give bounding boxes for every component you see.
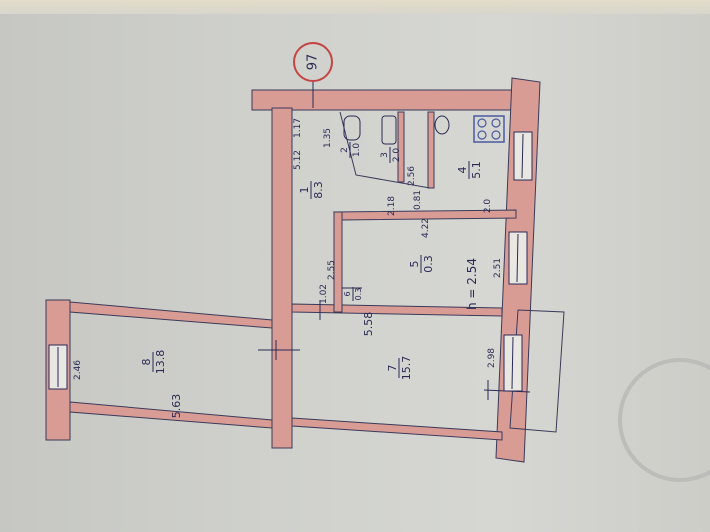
wall-bath-2 — [427, 111, 435, 189]
room-1-label: 1 8.3 — [298, 181, 325, 199]
room-4-area: 5.1 — [470, 161, 483, 179]
dim-14: 5.63 — [170, 394, 183, 419]
dim-2: 1.35 — [323, 128, 333, 148]
dim-3: 5.12 — [293, 150, 303, 170]
room-6-number: 6 — [343, 291, 352, 296]
corridor-line — [339, 111, 431, 189]
room-4-label: 4 5.1 — [456, 161, 483, 179]
wall-room8-bottom — [69, 401, 273, 429]
room-3-area: 2.0 — [392, 148, 402, 163]
toilet-icon — [343, 115, 361, 141]
wall-room5-left — [333, 211, 343, 313]
dimension-labels: 1.17 1.35 5.12 2.18 2.0 4.22 2.56 0.81 2… — [73, 118, 503, 418]
room-5-area: 0.3 — [422, 255, 435, 273]
stove-icon — [473, 115, 505, 143]
dim-15: 2.46 — [73, 360, 83, 380]
room-1-number: 1 — [298, 187, 311, 194]
sheet-stamp-circle — [293, 42, 333, 82]
stove-burners-icon — [477, 118, 501, 140]
room-7-area: 15.7 — [400, 356, 413, 381]
paper-top-edge — [0, 0, 710, 14]
wall-bath-1 — [397, 111, 405, 183]
wall-top — [251, 89, 523, 111]
sheet-number: 97 — [306, 54, 321, 71]
wall-room7-top — [291, 303, 503, 317]
room-2-number: 2 — [340, 147, 350, 153]
dim-10: 2.51 — [493, 258, 503, 278]
room-7-label: 7 15.7 — [386, 356, 413, 381]
dim-8: 0.81 — [413, 190, 423, 210]
faint-stamp — [618, 358, 710, 482]
dim-12: 5.58 — [362, 312, 375, 337]
wall-left-flat — [271, 107, 293, 449]
dim-5: 2.0 — [483, 199, 493, 214]
dim-11: 1.02 — [319, 284, 329, 304]
room-2-label: 2 1.0 — [340, 142, 362, 158]
dimension-ticks — [258, 287, 531, 400]
window-panes — [57, 133, 524, 390]
room-labels: 1 8.3 2 1.0 3 2.0 4 5.1 5 0.3 6 0.3 — [140, 142, 483, 380]
dim-4: 2.18 — [387, 196, 397, 216]
room-3-number: 3 — [380, 152, 390, 158]
room-8-area: 13.8 — [154, 350, 167, 375]
dim-7: 2.56 — [407, 166, 417, 186]
walls — [45, 77, 541, 463]
dim-9: 2.55 — [327, 260, 337, 280]
room-6-label: 6 0.3 — [343, 287, 363, 301]
wall-room7-bottom — [291, 417, 503, 441]
dim-13: 2.98 — [487, 348, 497, 368]
room-5-number: 5 — [408, 261, 421, 268]
room-4-number: 4 — [456, 167, 469, 174]
bathtub-icon — [381, 115, 397, 145]
room-7-number: 7 — [386, 365, 399, 372]
room-5-label: 5 0.3 — [408, 255, 435, 273]
room-2-area: 1.0 — [352, 143, 362, 158]
wall-room8-top — [69, 301, 273, 329]
room-8-number: 8 — [140, 359, 153, 366]
sink-icon — [434, 115, 450, 135]
room-3-label: 3 2.0 — [380, 147, 402, 163]
room-6-area: 0.3 — [354, 288, 363, 301]
dim-6: 4.22 — [421, 218, 431, 238]
room-1-area: 8.3 — [312, 181, 325, 199]
room-8-label: 8 13.8 — [140, 350, 167, 375]
dim-1: 1.17 — [293, 118, 303, 138]
ceiling-height: h = 2.54 — [465, 258, 479, 310]
